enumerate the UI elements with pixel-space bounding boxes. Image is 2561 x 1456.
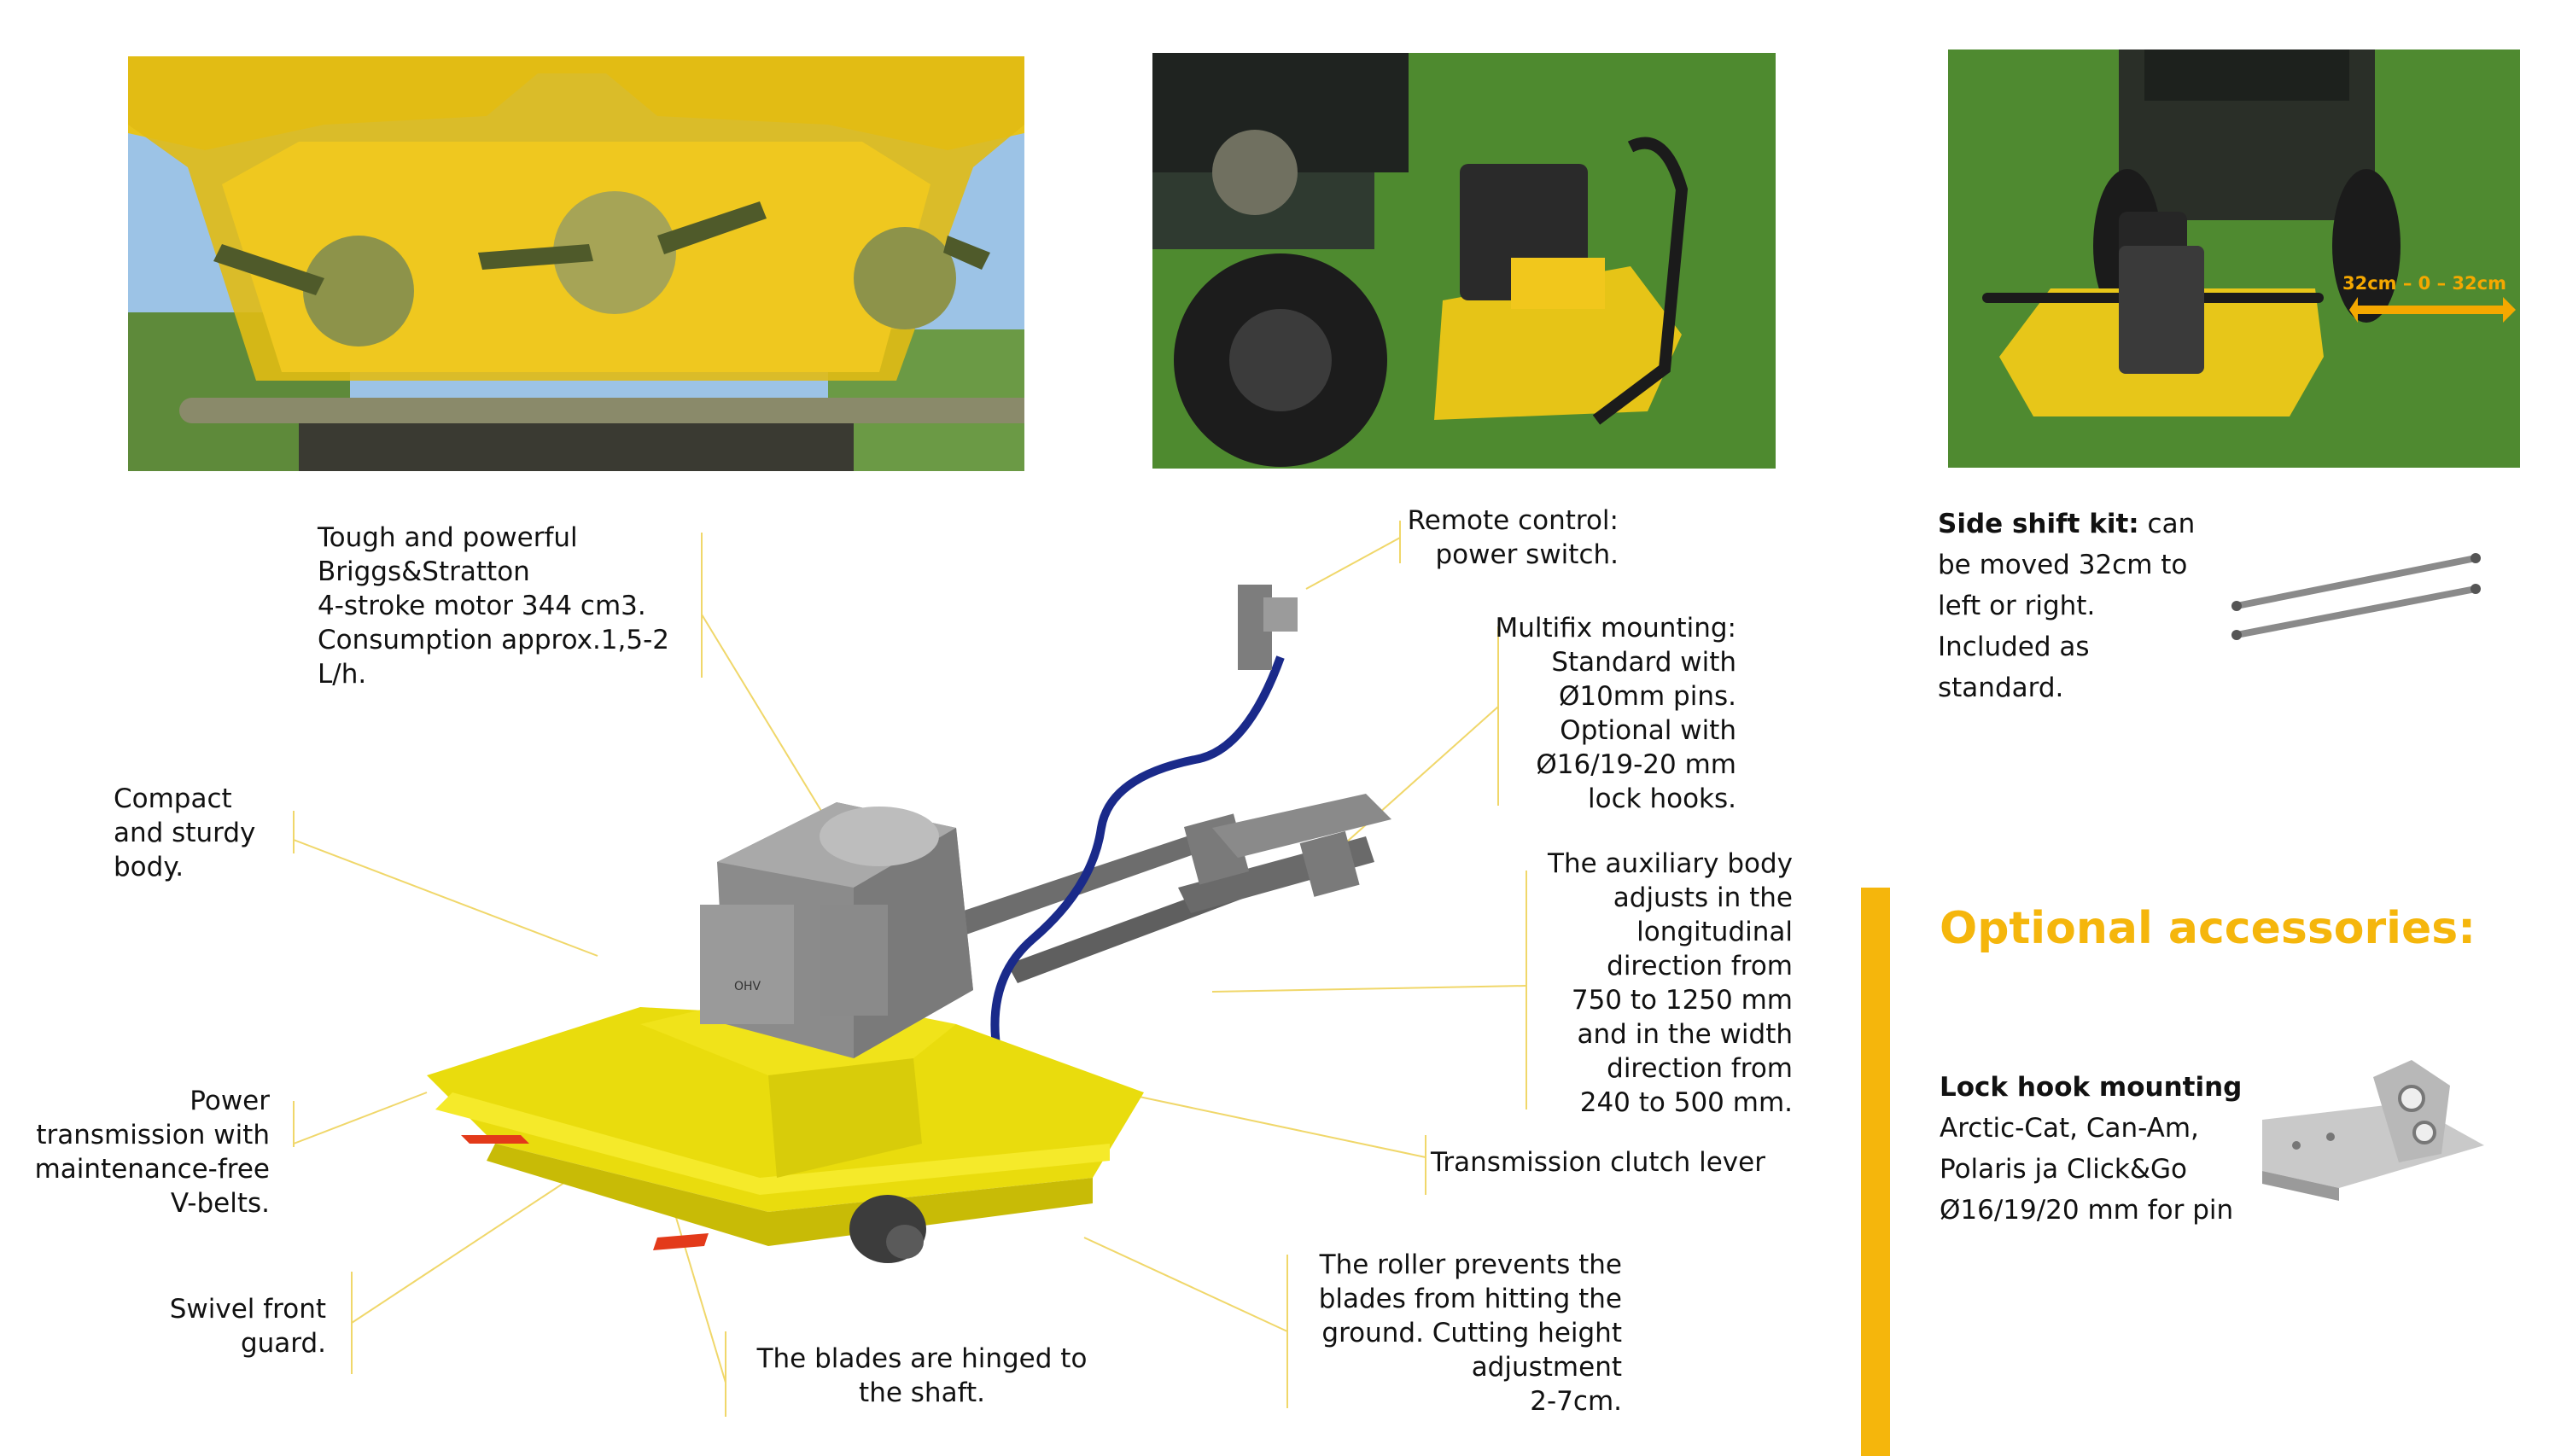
aux-body-line-1: The auxiliary body (1548, 848, 1793, 879)
roller (849, 1195, 926, 1263)
lock-hook-line-3: Ø16/19/20 mm for pin (1940, 1195, 2234, 1226)
engine-line-2: Briggs&Stratton (318, 556, 530, 587)
body-line-2: and sturdy (114, 818, 256, 848)
roller-line-2: blades from hitting the (1318, 1284, 1622, 1314)
optional-accessories-heading: Optional accessories: (1940, 903, 2476, 954)
engine: OHV (700, 802, 973, 1058)
roller-line-5: 2-7cm. (1530, 1386, 1622, 1417)
atv-front-image: 32cm – 0 – 32cm (1948, 50, 2520, 468)
lock-hook-line-1: Arctic-Cat, Can-Am, (1940, 1113, 2199, 1144)
body-line-1: Compact (114, 783, 232, 814)
multifix-line-6: lock hooks. (1588, 783, 1736, 814)
engine-line-1: Tough and powerful (318, 522, 578, 553)
photo-atv-side (1152, 53, 1776, 469)
photo-atv-front: 32cm – 0 – 32cm (1948, 50, 2520, 468)
engine-line-3: 4-stroke motor 344 cm3. (318, 591, 646, 621)
aux-body-line-4: direction from (1607, 951, 1793, 981)
blades-line-2: the shaft. (859, 1377, 985, 1408)
remote-callout: Remote control: power switch. (1383, 504, 1619, 572)
clutch-callout: Transmission clutch lever (1431, 1145, 1823, 1179)
lock-hook-line-2: Polaris ja Click&Go (1940, 1154, 2188, 1185)
motor-badge: OHV (734, 980, 761, 993)
side-shift-description: Side shift kit: can be moved 32cm to lef… (1938, 504, 2220, 708)
roller-line-3: ground. Cutting height (1321, 1318, 1622, 1348)
front-guard-line-2: guard. (240, 1328, 326, 1359)
remote-line-1: Remote control: (1407, 505, 1619, 536)
roller-line-1: The roller prevents the (1319, 1249, 1622, 1280)
side-shift-title: Side shift kit: (1938, 509, 2139, 539)
aux-body-line-3: longitudinal (1636, 917, 1793, 947)
roller-line-4: adjustment (1471, 1352, 1622, 1383)
side-shift-line-1: can (2138, 509, 2196, 539)
roller-callout: The roller prevents the blades from hitt… (1298, 1248, 1622, 1418)
aux-body-line-8: 240 to 500 mm. (1579, 1087, 1793, 1118)
photo-blades-underside (128, 56, 1024, 471)
front-guard-callout: Swivel front guard. (137, 1292, 326, 1360)
lock-hook-title: Lock hook mounting (1940, 1072, 2243, 1103)
engine-line-5: L/h. (318, 659, 367, 690)
remote-cable (990, 655, 1285, 1094)
aux-body-line-6: and in the width (1577, 1019, 1793, 1050)
side-shift-line-3: left or right. (1938, 591, 2096, 621)
lock-hook-image (2262, 1060, 2484, 1201)
aux-body-line-5: 750 to 1250 mm (1571, 985, 1793, 1016)
multifix-line-4: Optional with (1560, 715, 1736, 746)
clutch-line-1: Transmission clutch lever (1431, 1147, 1765, 1178)
atv-side-image (1152, 53, 1776, 469)
remote-control-unit (1238, 585, 1298, 670)
side-shift-line-5: standard. (1938, 673, 2064, 703)
blades-line-1: The blades are hinged to (756, 1343, 1088, 1374)
body-callout: Compact and sturdy body. (114, 782, 284, 884)
transmission-line-1: Power (190, 1086, 270, 1116)
blades-underside-image (128, 56, 1024, 471)
front-guard-line-1: Swivel front (169, 1294, 326, 1325)
side-shift-line-4: Included as (1938, 632, 2090, 662)
transmission-line-2: transmission with (36, 1120, 270, 1150)
body-line-3: body. (114, 852, 184, 882)
aux-body-line-7: direction from (1607, 1053, 1793, 1084)
aux-body-callout: The auxiliary body adjusts in the longit… (1468, 847, 1793, 1120)
accent-bar (1861, 888, 1890, 1456)
multifix-line-3: Ø10mm pins. (1558, 681, 1736, 712)
side-shift-line-2: be moved 32cm to (1938, 550, 2188, 580)
transmission-line-4: V-belts. (170, 1188, 270, 1219)
aux-body-line-2: adjusts in the (1613, 882, 1793, 913)
engine-callout: Tough and powerful Briggs&Stratton 4-str… (318, 521, 685, 691)
multifix-callout: Multifix mounting: Standard with Ø10mm p… (1434, 611, 1737, 816)
multifix-line-2: Standard with (1551, 647, 1736, 678)
mower-diagram: OHV (427, 585, 1391, 1263)
lock-hook-description: Lock hook mounting Arctic-Cat, Can-Am, P… (1940, 1067, 2264, 1231)
multifix-line-5: Ø16/19-20 mm (1536, 749, 1736, 780)
remote-line-2: power switch. (1435, 539, 1619, 570)
transmission-line-3: maintenance-free (34, 1154, 270, 1185)
blades-callout: The blades are hinged to the shaft. (751, 1342, 1093, 1410)
auxiliary-frame (956, 794, 1391, 983)
transmission-callout: Power transmission with maintenance-free… (17, 1084, 270, 1220)
side-shift-rods-image (2231, 553, 2481, 640)
multifix-line-1: Multifix mounting: (1495, 613, 1737, 644)
side-shift-range-label: 32cm – 0 – 32cm (2342, 273, 2506, 294)
engine-line-4: Consumption approx.1,5-2 (318, 625, 670, 655)
